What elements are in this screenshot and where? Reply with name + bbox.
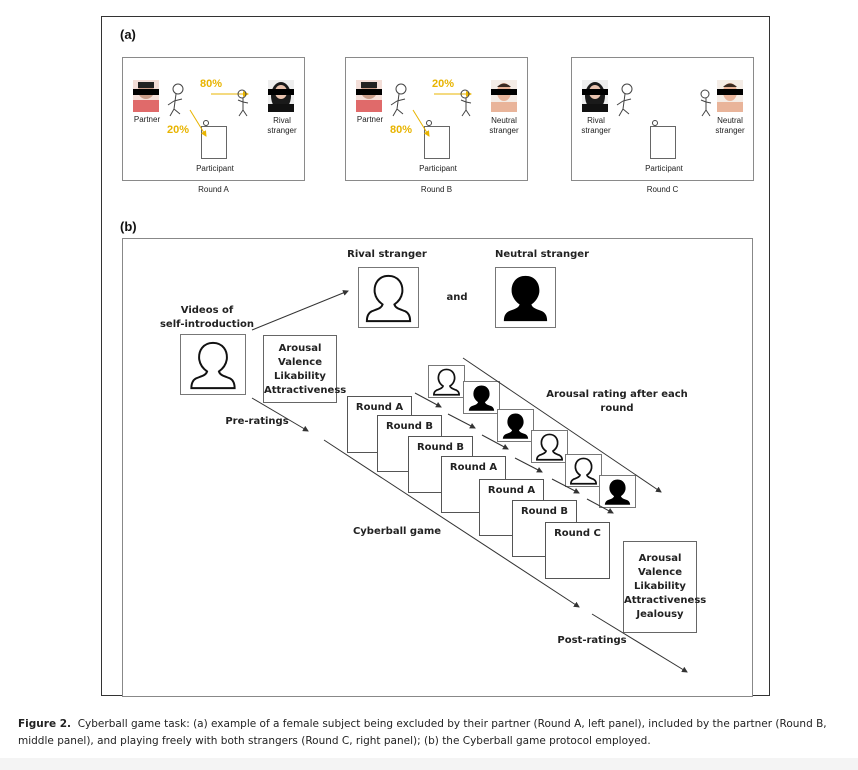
bottom-strip — [0, 758, 858, 770]
person-outline-icon — [536, 433, 563, 461]
person-filled-icon — [502, 413, 529, 439]
participant-box — [424, 126, 450, 159]
person-filled-icon — [604, 479, 631, 505]
figure-label: Figure 2. — [18, 718, 72, 730]
pct-to-participant: 80% — [390, 124, 413, 136]
arousal-avatar-filled — [463, 381, 500, 414]
participant-label: Participant — [196, 164, 234, 173]
label-line: Neutral — [491, 116, 517, 125]
round-b-caption: Round B — [420, 185, 453, 194]
participant-box — [650, 126, 676, 159]
person-filled-icon — [468, 385, 495, 411]
rival-stranger-photo — [582, 80, 608, 112]
label-line: stranger — [267, 126, 297, 135]
pre-ratings-box: Arousal Valence Likability Attractivenes… — [263, 335, 347, 403]
neutral-stranger-avatar — [495, 267, 556, 328]
rating-item: Valence — [638, 567, 682, 578]
participant-label: Participant — [419, 164, 457, 173]
rating-item: Likability — [634, 581, 686, 592]
participant-label: Participant — [645, 164, 683, 173]
rival-stranger-photo — [268, 80, 294, 112]
neutral-stranger-photo — [491, 80, 517, 112]
label-line: stranger — [489, 126, 519, 135]
arousal-avatar-outline — [565, 454, 602, 487]
panel-a-label: (a) — [120, 27, 136, 42]
arousal-rating-label: Arousal rating after each round — [546, 389, 688, 414]
person-filled-icon — [503, 275, 548, 322]
label-line: Neutral — [717, 116, 743, 125]
videos-label: Videos of self-introduction — [152, 304, 262, 332]
arousal-avatar-filled — [497, 409, 534, 442]
rating-item: Attractiveness — [624, 595, 707, 606]
arousal-avatar-outline — [531, 430, 568, 463]
participant-box — [201, 126, 227, 159]
partner-label: Partner — [356, 115, 384, 124]
rival-stranger-avatar — [358, 267, 419, 328]
label-line: Rival — [587, 116, 605, 125]
arousal-avatar-filled — [599, 475, 636, 508]
rating-item: Likability — [274, 371, 326, 382]
rating-item: Jealousy — [636, 609, 684, 620]
person-outline-icon — [190, 341, 236, 390]
and-label: and — [446, 292, 468, 303]
round-card: Round C — [545, 522, 610, 579]
partner-photo — [356, 80, 382, 112]
rival-stranger-heading: Rival stranger — [347, 249, 427, 260]
neutral-stranger-photo — [717, 80, 743, 112]
pct-to-participant: 20% — [167, 124, 190, 136]
label-line: Videos of — [180, 305, 234, 316]
partner-label: Partner — [133, 115, 161, 124]
self-introduction-avatar — [180, 334, 246, 395]
figure-caption: Figure 2. Cyberball game task: (a) examp… — [18, 716, 848, 750]
cyberball-game-label: Cyberball game — [352, 526, 442, 537]
panel-b-label: (b) — [120, 219, 137, 234]
round-a-caption: Round A — [198, 185, 229, 194]
pre-ratings-label: Pre-ratings — [225, 416, 289, 427]
rating-item: Arousal — [638, 553, 682, 564]
arousal-avatar-outline — [428, 365, 465, 398]
person-outline-icon — [433, 368, 460, 396]
round-c-caption: Round C — [646, 185, 679, 194]
pct-to-rival: 80% — [200, 78, 223, 90]
neutral-stranger-heading: Neutral stranger — [494, 249, 590, 260]
label-line: stranger — [715, 126, 745, 135]
partner-photo — [133, 80, 159, 112]
caption-text: Cyberball game task: (a) example of a fe… — [18, 718, 827, 747]
post-ratings-label: Post-ratings — [557, 635, 627, 646]
label-line: stranger — [581, 126, 611, 135]
label-line: Rival — [273, 116, 291, 125]
rating-item: Attractiveness — [264, 385, 347, 396]
person-outline-icon — [365, 274, 412, 323]
rating-item: Valence — [278, 357, 322, 368]
post-ratings-box: Arousal Valence Likability Attractivenes… — [623, 541, 707, 633]
label-line: self-introduction — [159, 319, 255, 330]
rating-item: Arousal — [278, 343, 322, 354]
person-outline-icon — [570, 457, 597, 485]
pct-to-neutral: 20% — [432, 78, 455, 90]
